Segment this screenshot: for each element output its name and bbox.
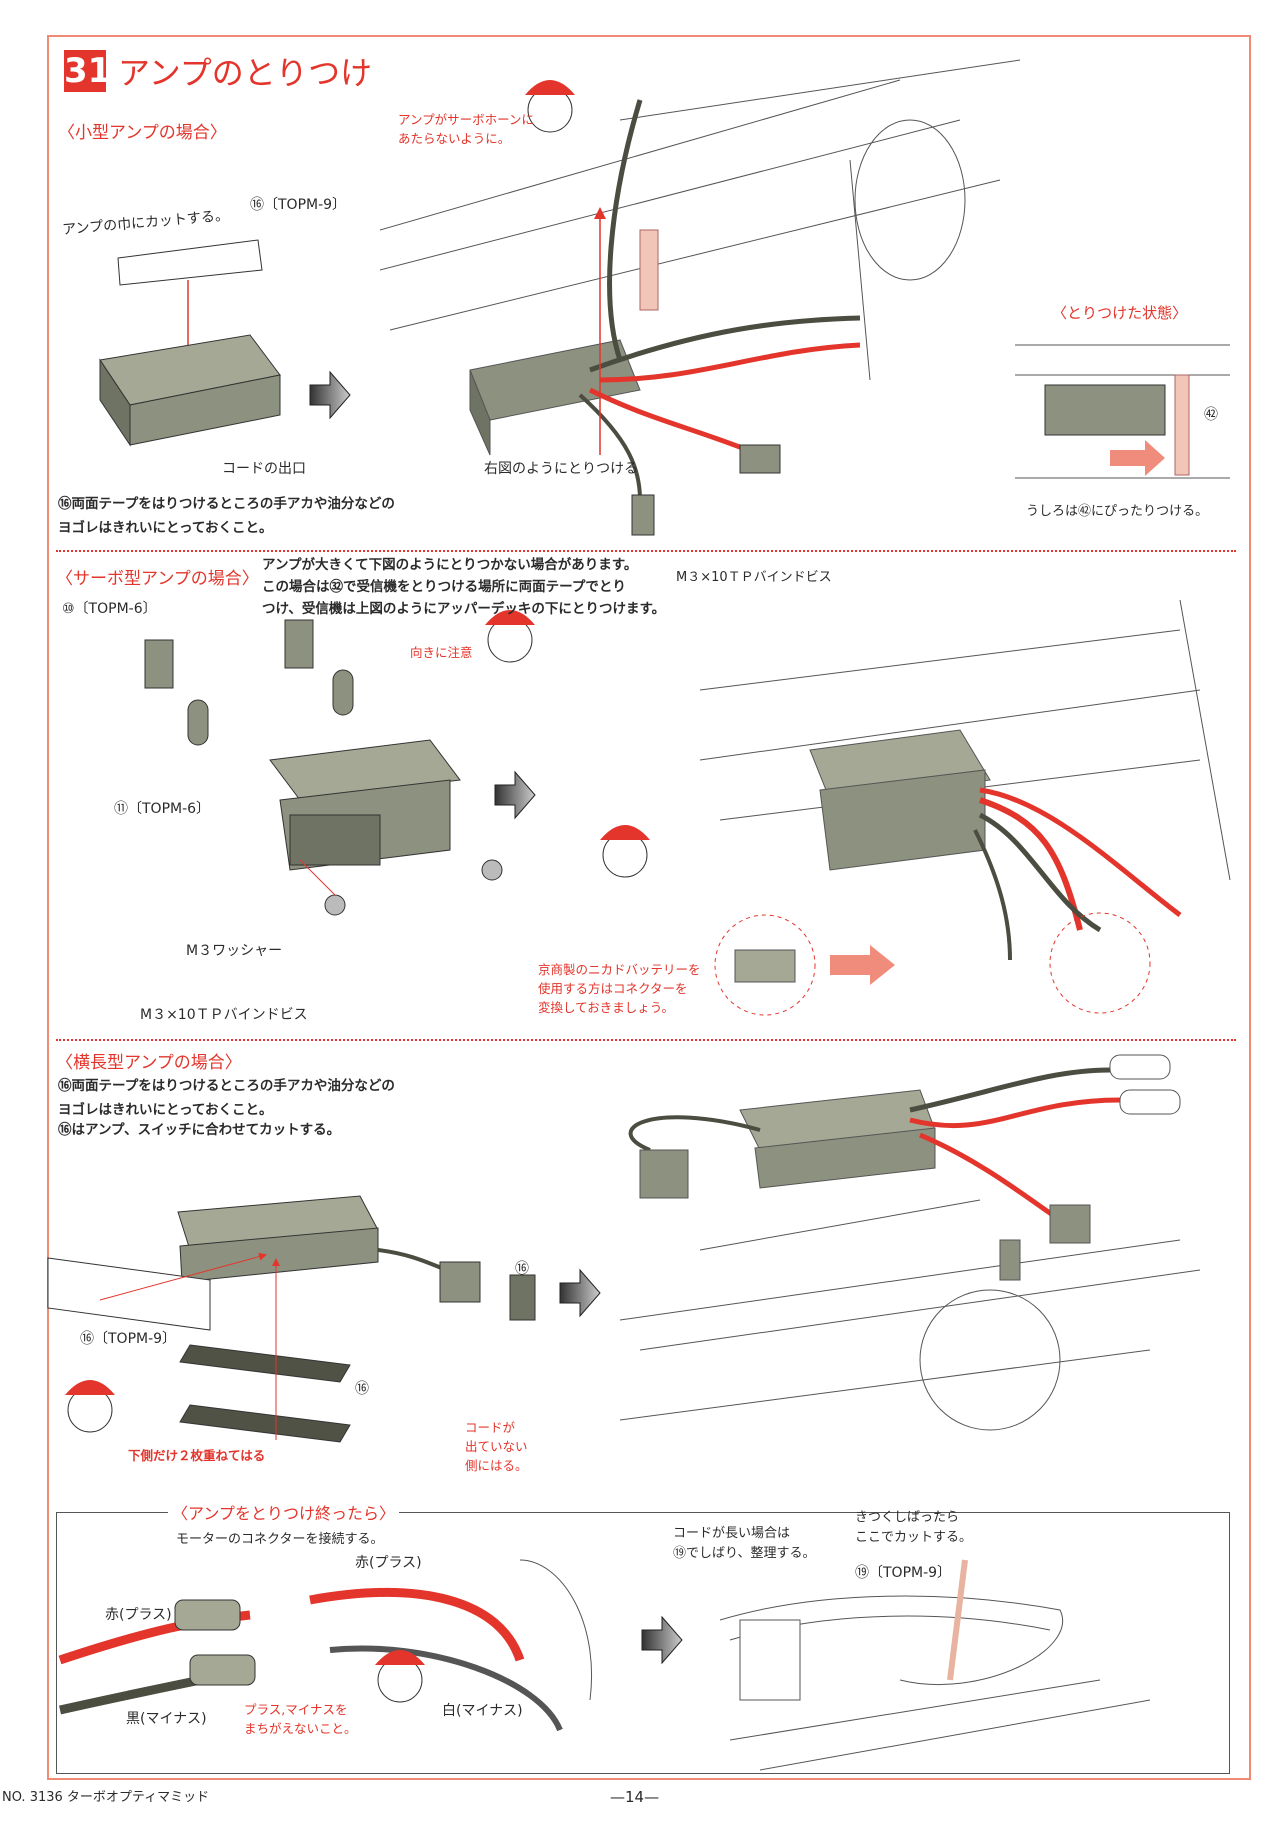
note-line: ここでカットする。 — [855, 1530, 973, 1545]
note-line: 側にはる。 — [465, 1458, 528, 1473]
back-note: うしろは㊷にぴったりつける。 — [1026, 504, 1209, 519]
section-divider — [56, 1039, 1236, 1041]
servo-amp-parts — [144, 619, 503, 916]
mascot-note: アンプがサーボホーンに あたらないように。 — [398, 110, 534, 148]
section-divider — [56, 550, 1236, 552]
right-arrow-icon — [559, 1268, 601, 1318]
battery-note: 京商製のニカドバッテリーを 使用する方はコネクターを 変換しておきましょう。 — [538, 960, 701, 1017]
desc-line: この場合は㉜で受信機をとりつける場所に両面テープでとり — [262, 579, 626, 595]
part-100-label: ⑩〔TOPM-6〕 — [62, 601, 157, 617]
red-plus-label: 赤(プラス) — [355, 1555, 422, 1571]
step-number: 31 — [64, 50, 112, 92]
washer-label: M３ワッシャー — [186, 943, 283, 959]
white-minus-label: 白(マイナス) — [442, 1703, 523, 1719]
desc-line: つけ、受信機は上図のようにアッパーデッキの下にとりつけます。 — [262, 601, 666, 617]
note-line: きつくしばったら — [855, 1510, 960, 1525]
direction-note: 向きに注意 — [410, 645, 473, 660]
page-frame — [47, 35, 1251, 1780]
part-116-label: ⑯ — [515, 1261, 529, 1277]
tape-label: ⑯〔TOPM-9〕 — [250, 197, 347, 213]
clean-note: ⑯両面テープをはりつけるところの手アカや油分などの ヨゴレはきれいにとっておくこ… — [58, 492, 395, 540]
page-title: アンプのとりつけ — [118, 54, 373, 92]
long-cord-note: コードが長い場合は ⑲でしばり、整理する。 — [673, 1524, 815, 1564]
note-line: あたらないように。 — [398, 131, 511, 146]
note-line: ヨゴレはきれいにとっておくこと。 — [58, 520, 273, 536]
attach-note: 右図のようにとりつける — [484, 461, 639, 477]
double-note: 下側だけ２枚重ねてはる — [128, 1448, 266, 1463]
part-116-label: ⑯ — [355, 1381, 369, 1397]
screw-top-label: M３×10ＴＰバインドビス — [676, 570, 832, 585]
right-arrow-icon — [641, 1615, 683, 1665]
servo-description: アンプが大きくて下図のようにとりつかない場合があります。 この場合は㉜で受信機を… — [262, 554, 665, 620]
part-110-label: ⑪〔TOPM-6〕 — [114, 801, 211, 817]
small-amp — [99, 334, 281, 447]
note-line: まちがえないこと。 — [244, 1721, 357, 1736]
wide-amp-heading: 〈横長型アンプの場合〉 — [56, 1053, 242, 1073]
after-install-box — [56, 1512, 1230, 1774]
note-line: 変換しておきましょう。 — [538, 1000, 675, 1015]
model-number: NO. 3136 ターボオプティマミッド — [2, 1790, 210, 1805]
side-note: コードが 出ていない 側にはる。 — [465, 1418, 528, 1475]
wide-cut-note: ⑯はアンプ、スイッチに合わせてカットする。 — [58, 1122, 341, 1138]
chassis-mid — [699, 599, 1231, 1016]
right-arrow-icon — [494, 770, 536, 820]
bundled-cords — [719, 1559, 1151, 1771]
connect-note: モーターのコネクターを接続する。 — [176, 1532, 384, 1547]
note-line: 出ていない — [465, 1439, 528, 1454]
note-line: 京商製のニカドバッテリーを — [538, 962, 701, 977]
note-line: 使用する方はコネクターを — [538, 981, 688, 996]
black-minus-label: 黒(マイナス) — [126, 1711, 207, 1727]
wide-clean-note: ⑯両面テープをはりつけるところの手アカや油分などの ヨゴレはきれいにとっておくこ… — [58, 1074, 395, 1122]
cord-exit-label: コードの出口 — [222, 461, 306, 477]
wide-tape-label: ⑯〔TOPM-9〕 — [80, 1331, 177, 1347]
note-line: コードが長い場合は — [673, 1526, 791, 1541]
after-install-heading: 〈アンプをとりつけ終ったら〉 — [168, 1500, 400, 1524]
note-line: ⑯両面テープをはりつけるところの手アカや油分などの — [58, 1078, 395, 1094]
chassis-lower — [619, 1054, 1201, 1431]
desc-line: アンプが大きくて下図のようにとりつかない場合があります。 — [262, 557, 638, 573]
chassis-top — [379, 59, 1021, 536]
wide-amp — [47, 1195, 536, 1443]
small-amp-heading: 〈小型アンプの場合〉 — [58, 123, 227, 143]
right-arrow-icon — [309, 370, 351, 420]
note-line: アンプがサーボホーンに — [398, 112, 535, 127]
mascot-icon — [65, 80, 650, 1703]
page-number: —14— — [610, 1788, 660, 1806]
note-line: ヨゴレはきれいにとっておくこと。 — [58, 1102, 273, 1118]
note-line: ⑯両面テープをはりつけるところの手アカや油分などの — [58, 496, 395, 512]
servo-amp-heading: 〈サーボ型アンプの場合〉 — [56, 569, 259, 589]
screw-bottom-label: M３×10ＴＰバインドビス — [140, 1007, 308, 1023]
connector-wires — [58, 1559, 592, 1732]
note-line: プラス,マイナスを — [244, 1702, 348, 1717]
red-plus-label: 赤(プラス) — [105, 1607, 172, 1623]
polarity-note: プラス,マイナスを まちがえないこと。 — [244, 1700, 357, 1738]
installed-heading: 〈とりつけた状態〉 — [1052, 304, 1188, 322]
note-line: コードが — [465, 1420, 516, 1435]
cut-tie-note: きつくしばったら ここでカットする。 — [855, 1508, 972, 1548]
installed-detail — [1015, 344, 1230, 479]
part-42-label: ㊷ — [1204, 407, 1218, 423]
tie-label: ⑲〔TOPM-9〕 — [855, 1565, 952, 1581]
note-line: ⑲でしばり、整理する。 — [673, 1546, 816, 1561]
